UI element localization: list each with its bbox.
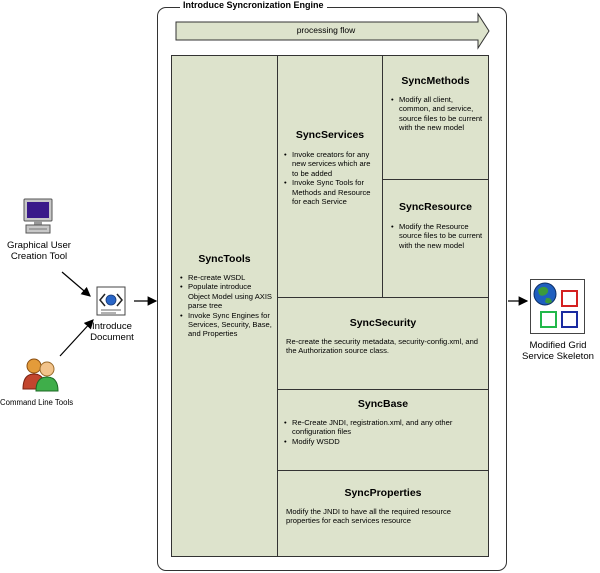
list-item: Invoke creators for any new services whi… xyxy=(284,150,378,178)
syncsecurity-text: Re-create the security metadata, securit… xyxy=(286,337,479,356)
sync-engine-frame xyxy=(157,7,507,571)
list-item: Populate introduce Object Model using AX… xyxy=(180,282,273,310)
syncresource-list: Modify the Resource source files to be c… xyxy=(389,222,484,250)
syncmethods-title: SyncMethods xyxy=(401,75,470,87)
list-item: Re-Create JNDI, registration.xml, and an… xyxy=(284,418,482,437)
list-item: Modify the Resource source files to be c… xyxy=(391,222,484,250)
syncbase-title: SyncBase xyxy=(357,398,409,410)
list-item: Modify WSDD xyxy=(284,437,482,447)
gui-tool-label: Graphical User Creation Tool xyxy=(7,240,71,262)
cli-tool-label: Command Line Tools xyxy=(0,398,74,407)
syncmethods-list: Modify all client, common, and service, … xyxy=(389,95,484,133)
syncservices-list: Invoke creators for any new services whi… xyxy=(282,150,378,206)
syncresource-box: SyncResource Modify the Resource source … xyxy=(382,179,489,298)
document-label: Introduce Document xyxy=(90,321,134,343)
syncproperties-title: SyncProperties xyxy=(344,487,422,499)
syncservices-box: SyncServices Invoke creators for any new… xyxy=(277,55,383,298)
syncsecurity-box: SyncSecurity Re-create the security meta… xyxy=(277,297,489,390)
output-label: Modified Grid Service Skeleton xyxy=(522,340,594,362)
users-icon xyxy=(20,356,62,392)
syncresource-title: SyncResource xyxy=(399,201,472,213)
processing-flow-label: processing flow xyxy=(296,25,356,35)
synctools-title: SyncTools xyxy=(198,253,251,265)
syncmethods-box: SyncMethods Modify all client, common, a… xyxy=(382,55,489,180)
syncbase-list: Re-Create JNDI, registration.xml, and an… xyxy=(282,418,482,447)
list-item: Invoke Sync Tools for Methods and Resour… xyxy=(284,178,378,206)
list-item: Invoke Sync Engines for Services, Securi… xyxy=(180,311,273,339)
document-icon xyxy=(96,286,126,316)
synctools-box: SyncTools Re-create WSDL Populate introd… xyxy=(171,55,278,557)
list-item: Modify all client, common, and service, … xyxy=(391,95,484,133)
list-item: Re-create WSDL xyxy=(180,273,273,283)
cli-to-document-arrow xyxy=(59,319,94,357)
syncservices-title: SyncServices xyxy=(295,129,365,141)
gui-to-document-arrow xyxy=(61,271,91,297)
processing-flow-arrow xyxy=(175,12,490,50)
syncproperties-text: Modify the JNDI to have all the required… xyxy=(286,507,452,526)
syncsecurity-title: SyncSecurity xyxy=(349,317,417,329)
sync-engine-title: Introduce Syncronization Engine xyxy=(180,0,327,11)
synctools-list: Re-create WSDL Populate introduce Object… xyxy=(178,273,273,339)
syncbase-box: SyncBase Re-Create JNDI, registration.xm… xyxy=(277,389,489,471)
syncproperties-box: SyncProperties Modify the JNDI to have a… xyxy=(277,470,489,557)
computer-icon xyxy=(22,198,54,236)
grid-service-icon xyxy=(530,279,585,334)
